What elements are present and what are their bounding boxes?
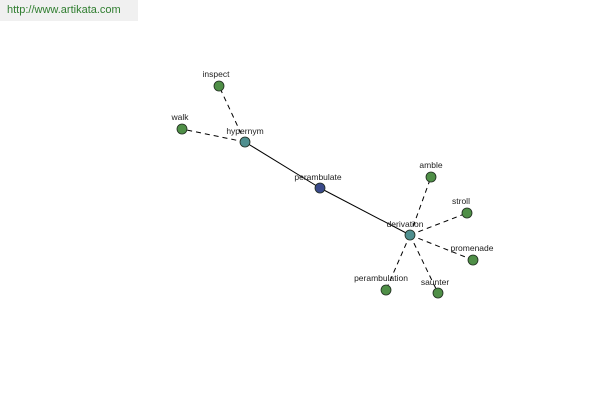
node-amble[interactable]: amble	[419, 160, 443, 183]
node-perambulate[interactable]: perambulate	[294, 172, 342, 194]
edge-derivation-amble	[409, 176, 432, 236]
node-circle-amble[interactable]	[425, 171, 437, 183]
site-banner: http://www.artikata.com	[0, 0, 138, 21]
node-circle-inspect[interactable]	[213, 80, 225, 92]
edge-hypernym-walk	[181, 128, 246, 143]
site-link[interactable]: http://www.artikata.com	[7, 4, 121, 16]
edge-perambulate-hypernym	[244, 141, 321, 189]
node-saunter[interactable]: saunter	[421, 277, 450, 299]
node-label-stroll: stroll	[452, 196, 470, 206]
edge-hypernym-inspect	[218, 85, 246, 143]
node-stroll[interactable]: stroll	[452, 196, 473, 219]
node-label-saunter: saunter	[421, 277, 450, 287]
nodes-layer: perambulate hypernym derivation inspect walk…	[170, 69, 494, 299]
node-label-derivation: derivation	[387, 219, 424, 229]
node-perambulation[interactable]: perambulation	[354, 273, 408, 296]
node-circle-walk[interactable]	[176, 123, 188, 135]
node-label-walk: walk	[170, 112, 189, 122]
node-hypernym[interactable]: hypernym	[226, 126, 264, 148]
edge-derivation-stroll	[409, 212, 468, 236]
node-label-amble: amble	[419, 160, 442, 170]
edges-layer	[181, 85, 474, 294]
node-label-promenade: promenade	[450, 243, 493, 253]
edge-perambulate-derivation	[319, 187, 411, 236]
edge-derivation-perambulation	[385, 234, 411, 291]
node-walk[interactable]: walk	[170, 112, 189, 135]
node-promenade[interactable]: promenade	[450, 243, 494, 266]
node-circle-perambulation[interactable]	[380, 284, 392, 296]
node-circle-hypernym[interactable]	[239, 136, 251, 148]
edge-derivation-saunter	[409, 234, 439, 294]
node-circle-perambulate[interactable]	[314, 182, 326, 194]
node-label-perambulation: perambulation	[354, 273, 408, 283]
node-circle-promenade[interactable]	[467, 254, 479, 266]
edge-derivation-promenade	[409, 234, 474, 261]
node-circle-derivation[interactable]	[404, 229, 416, 241]
node-circle-stroll[interactable]	[461, 207, 473, 219]
node-label-inspect: inspect	[203, 69, 231, 79]
node-label-hypernym: hypernym	[226, 126, 263, 136]
node-derivation[interactable]: derivation	[387, 219, 424, 241]
node-circle-saunter[interactable]	[432, 287, 444, 299]
node-label-perambulate: perambulate	[294, 172, 342, 182]
node-inspect[interactable]: inspect	[203, 69, 231, 92]
